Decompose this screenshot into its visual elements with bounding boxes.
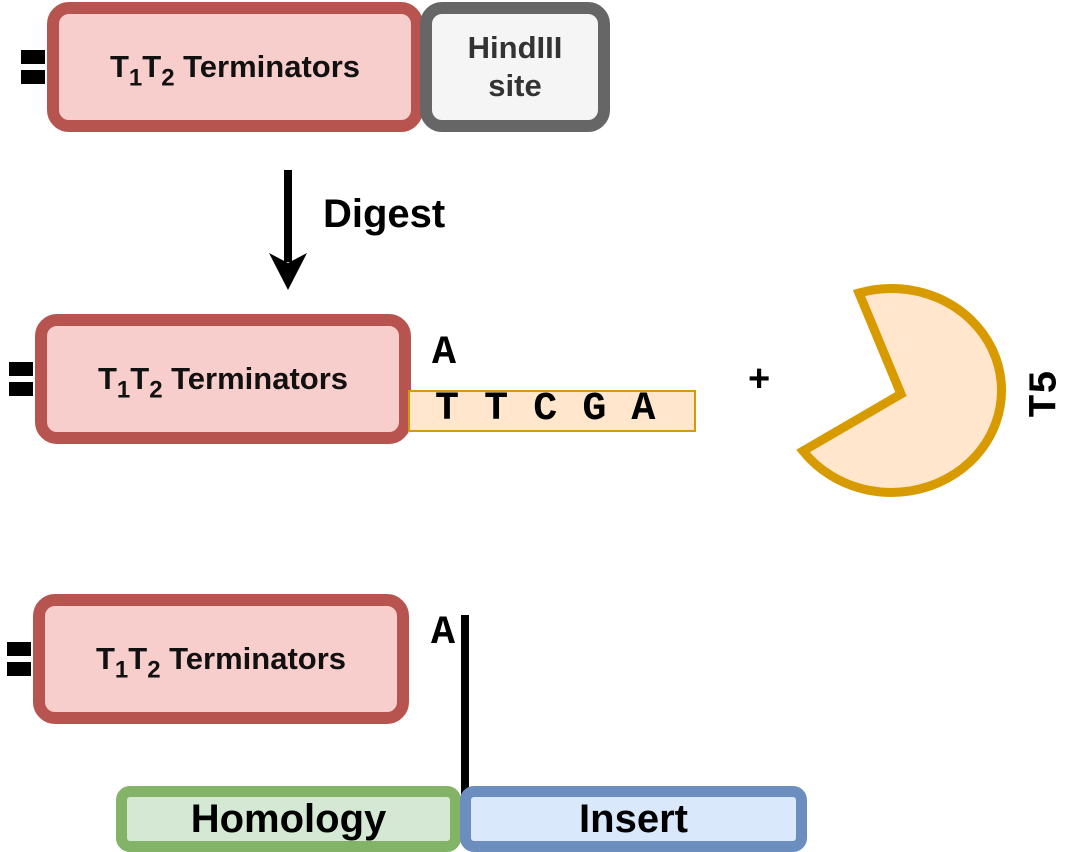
terminators-box-1: T1T2 Terminators [47,2,423,132]
backbone-stub-bottom [9,382,33,396]
insert-box: Insert [460,786,807,852]
homology-box: Homology [116,786,461,852]
digest-arrow-icon [269,170,307,290]
pacman-exonuclease-icon [796,283,1007,497]
hindiii-site-label-line2: site [488,68,542,103]
backbone-stub-bottom [7,662,31,676]
annealing-line [461,615,469,805]
backbone-stub-top [9,362,33,376]
hindiii-site-label-line1: HindIII [467,30,563,65]
overhang-strand-box [408,390,696,432]
t5-label: T5 [1023,369,1069,419]
terminators-label-2: T1T2 Terminators [97,361,349,404]
terminators-box-2: T1T2 Terminators [35,314,411,444]
hindiii-site-box: HindIII site [420,2,610,132]
overhang-bottom-strand: T T C G A [435,387,656,432]
row3-top-base: A [431,611,456,656]
backbone-stub-top [7,642,31,656]
terminators-label-1: T1T2 Terminators [109,49,361,92]
homology-label: Homology [190,796,387,841]
plus-sign: + [748,358,771,400]
terminators-box-3: T1T2 Terminators [33,594,409,724]
digest-label: Digest [323,192,446,236]
overhang-top-base: A [432,331,457,376]
terminators-label-3: T1T2 Terminators [95,641,347,684]
backbone-stub-bottom [21,70,45,84]
backbone-stub-top [21,50,45,64]
insert-label: Insert [579,796,688,841]
